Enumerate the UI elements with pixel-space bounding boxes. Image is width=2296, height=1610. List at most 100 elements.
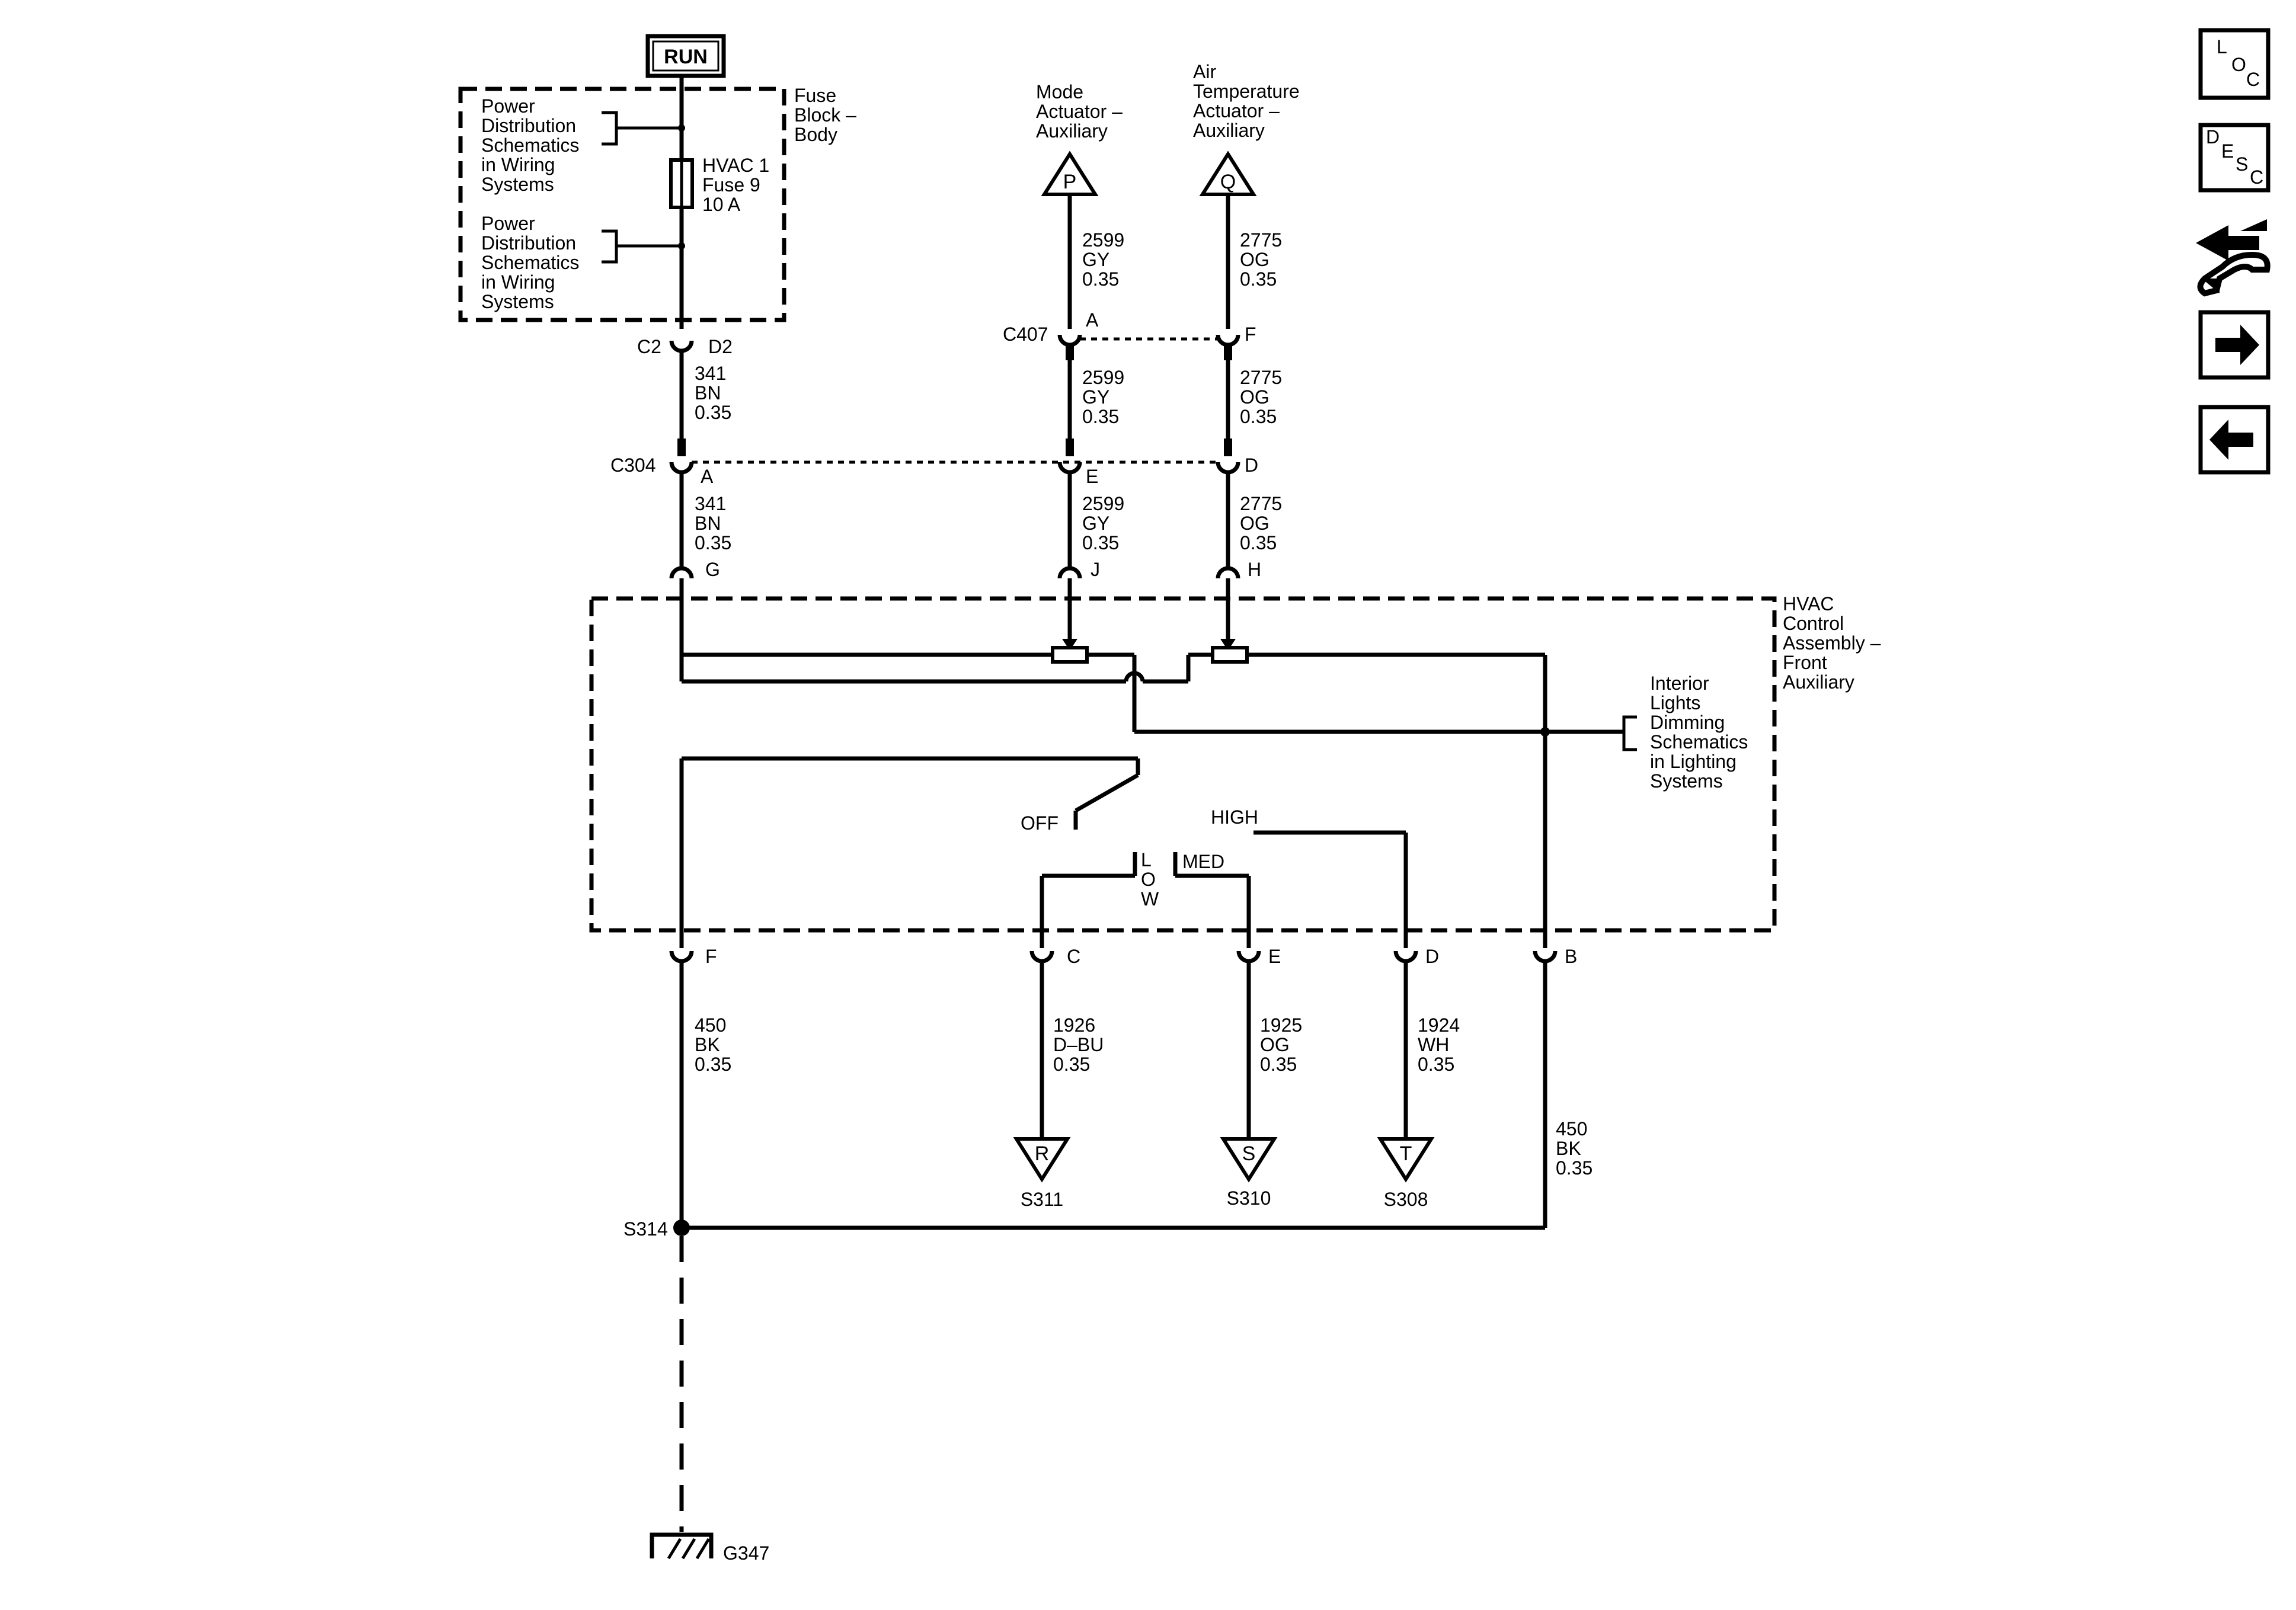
- mode-actuator-input-element: [1051, 646, 1089, 664]
- offpage-r-letter: R: [1035, 1142, 1050, 1165]
- svg-text:Temperature: Temperature: [1193, 81, 1300, 102]
- svg-text:341: 341: [695, 493, 726, 514]
- svg-text:L: L: [1141, 849, 1152, 870]
- wire-341-label-bot: 341 BN 0.35: [695, 493, 731, 553]
- loc-button[interactable]: L O C: [2198, 28, 2271, 100]
- connector-g: G: [705, 559, 720, 580]
- svg-text:Control: Control: [1783, 613, 1844, 634]
- svg-text:Actuator –: Actuator –: [1193, 100, 1280, 121]
- connector-j: J: [1091, 559, 1100, 580]
- svg-text:C: C: [2246, 69, 2260, 90]
- svg-text:0.35: 0.35: [1260, 1054, 1297, 1075]
- svg-text:Front: Front: [1783, 652, 1827, 673]
- svg-text:BK: BK: [1556, 1138, 1581, 1159]
- svg-text:1926: 1926: [1053, 1014, 1095, 1036]
- wire-2775-label-mid: 2775 OG 0.35: [1240, 367, 1282, 427]
- wire-341-label-top: 341 BN 0.35: [695, 363, 731, 423]
- svg-text:Schematics: Schematics: [481, 135, 579, 156]
- wire-1925-label: 1925 OG 0.35: [1260, 1014, 1302, 1075]
- connector-d2: D2: [708, 336, 733, 357]
- svg-text:Auxiliary: Auxiliary: [1036, 120, 1108, 142]
- svg-text:0.35: 0.35: [1556, 1157, 1593, 1179]
- svg-text:2599: 2599: [1082, 493, 1124, 514]
- svg-text:Actuator –: Actuator –: [1036, 101, 1123, 122]
- connector-f: F: [705, 946, 717, 967]
- svg-text:0.35: 0.35: [695, 532, 731, 553]
- connector-c407-f: F: [1245, 324, 1256, 345]
- connector-e: E: [1268, 946, 1281, 967]
- wire-2599-label-top: 2599 GY 0.35: [1082, 229, 1124, 290]
- svg-text:2775: 2775: [1240, 367, 1282, 388]
- svg-text:Schematics: Schematics: [481, 252, 579, 273]
- offpage-s-letter: S: [1242, 1142, 1256, 1165]
- wire-2599-label-bot: 2599 GY 0.35: [1082, 493, 1124, 553]
- svg-text:E: E: [2221, 140, 2234, 162]
- forward-arrow-button[interactable]: [2198, 310, 2271, 380]
- svg-text:0.35: 0.35: [1240, 268, 1277, 290]
- fuse-block-outline: [458, 87, 786, 322]
- offpage-connector-r: [1013, 1137, 1071, 1183]
- svg-text:Interior: Interior: [1650, 673, 1709, 694]
- interior-lights-ref: Interior Lights Dimming Schematics in Li…: [1650, 673, 1748, 792]
- run-power-box: [645, 34, 726, 78]
- svg-text:0.35: 0.35: [1082, 532, 1119, 553]
- svg-text:341: 341: [695, 363, 726, 384]
- back-arrow-button[interactable]: [2198, 405, 2271, 475]
- hvac-control-assembly-name: HVAC Control Assembly – Front Auxiliary: [1783, 593, 1881, 693]
- offpage-connector-t: [1377, 1137, 1435, 1183]
- svg-text:S: S: [2236, 153, 2248, 175]
- svg-text:Body: Body: [794, 124, 837, 145]
- svg-text:Lights: Lights: [1650, 692, 1700, 713]
- svg-text:0.35: 0.35: [1418, 1054, 1454, 1075]
- connector-c2: C2: [637, 336, 661, 357]
- air-temp-actuator-title: Air Temperature Actuator – Auxiliary: [1193, 61, 1300, 141]
- svg-text:2599: 2599: [1082, 367, 1124, 388]
- splice-s314-label: S314: [623, 1218, 668, 1240]
- svg-text:0.35: 0.35: [695, 402, 731, 423]
- hvac-control-assembly-outline: [589, 596, 1777, 933]
- switch-high-label: HIGH: [1211, 806, 1258, 828]
- svg-text:0.35: 0.35: [1240, 532, 1277, 553]
- svg-text:W: W: [1141, 888, 1159, 910]
- svg-text:Auxiliary: Auxiliary: [1193, 120, 1265, 141]
- wire-450-label-left: 450 BK 0.35: [695, 1014, 731, 1075]
- ground-g347: G347: [723, 1542, 769, 1564]
- svg-text:OG: OG: [1240, 513, 1269, 534]
- svg-text:in Wiring: in Wiring: [481, 271, 555, 293]
- run-label: RUN: [664, 46, 708, 68]
- splice-s310: S310: [1227, 1188, 1271, 1209]
- svg-text:HVAC 1: HVAC 1: [702, 155, 769, 176]
- connector-c304-e: E: [1086, 466, 1098, 487]
- desc-button[interactable]: D E S C: [2198, 123, 2271, 193]
- splice-s314-node: [673, 1219, 690, 1236]
- connector-c407-a: A: [1086, 309, 1099, 331]
- svg-text:WH: WH: [1418, 1034, 1449, 1055]
- switch-off-label: OFF: [1021, 812, 1059, 834]
- wire-2775-label-bot: 2775 OG 0.35: [1240, 493, 1282, 553]
- svg-text:Systems: Systems: [481, 291, 554, 312]
- power-distribution-ref-1: Power Distribution Schematics in Wiring …: [481, 95, 579, 195]
- svg-text:Schematics: Schematics: [1650, 731, 1748, 753]
- svg-text:BK: BK: [695, 1034, 720, 1055]
- svg-text:0.35: 0.35: [1082, 268, 1119, 290]
- connector-c304: C304: [610, 454, 656, 476]
- svg-text:2599: 2599: [1082, 229, 1124, 251]
- svg-text:BN: BN: [695, 382, 721, 404]
- connector-tool-icon[interactable]: [2196, 219, 2271, 297]
- connector-c407: C407: [1003, 324, 1048, 345]
- svg-text:Power: Power: [481, 213, 535, 234]
- switch-low-label: L O W: [1141, 849, 1159, 910]
- connector-c304-a: A: [701, 466, 714, 487]
- wire-450-label-right: 450 BK 0.35: [1556, 1118, 1593, 1179]
- svg-text:0.35: 0.35: [695, 1054, 731, 1075]
- connector-c304-d: D: [1245, 454, 1258, 476]
- svg-text:10 A: 10 A: [702, 194, 741, 215]
- svg-text:GY: GY: [1082, 249, 1109, 270]
- offpage-t-letter: T: [1400, 1142, 1412, 1165]
- svg-text:0.35: 0.35: [1053, 1054, 1090, 1075]
- svg-text:BN: BN: [695, 513, 721, 534]
- mode-actuator-title: Mode Actuator – Auxiliary: [1036, 81, 1123, 142]
- svg-text:in Wiring: in Wiring: [481, 154, 555, 175]
- svg-text:Power: Power: [481, 95, 535, 117]
